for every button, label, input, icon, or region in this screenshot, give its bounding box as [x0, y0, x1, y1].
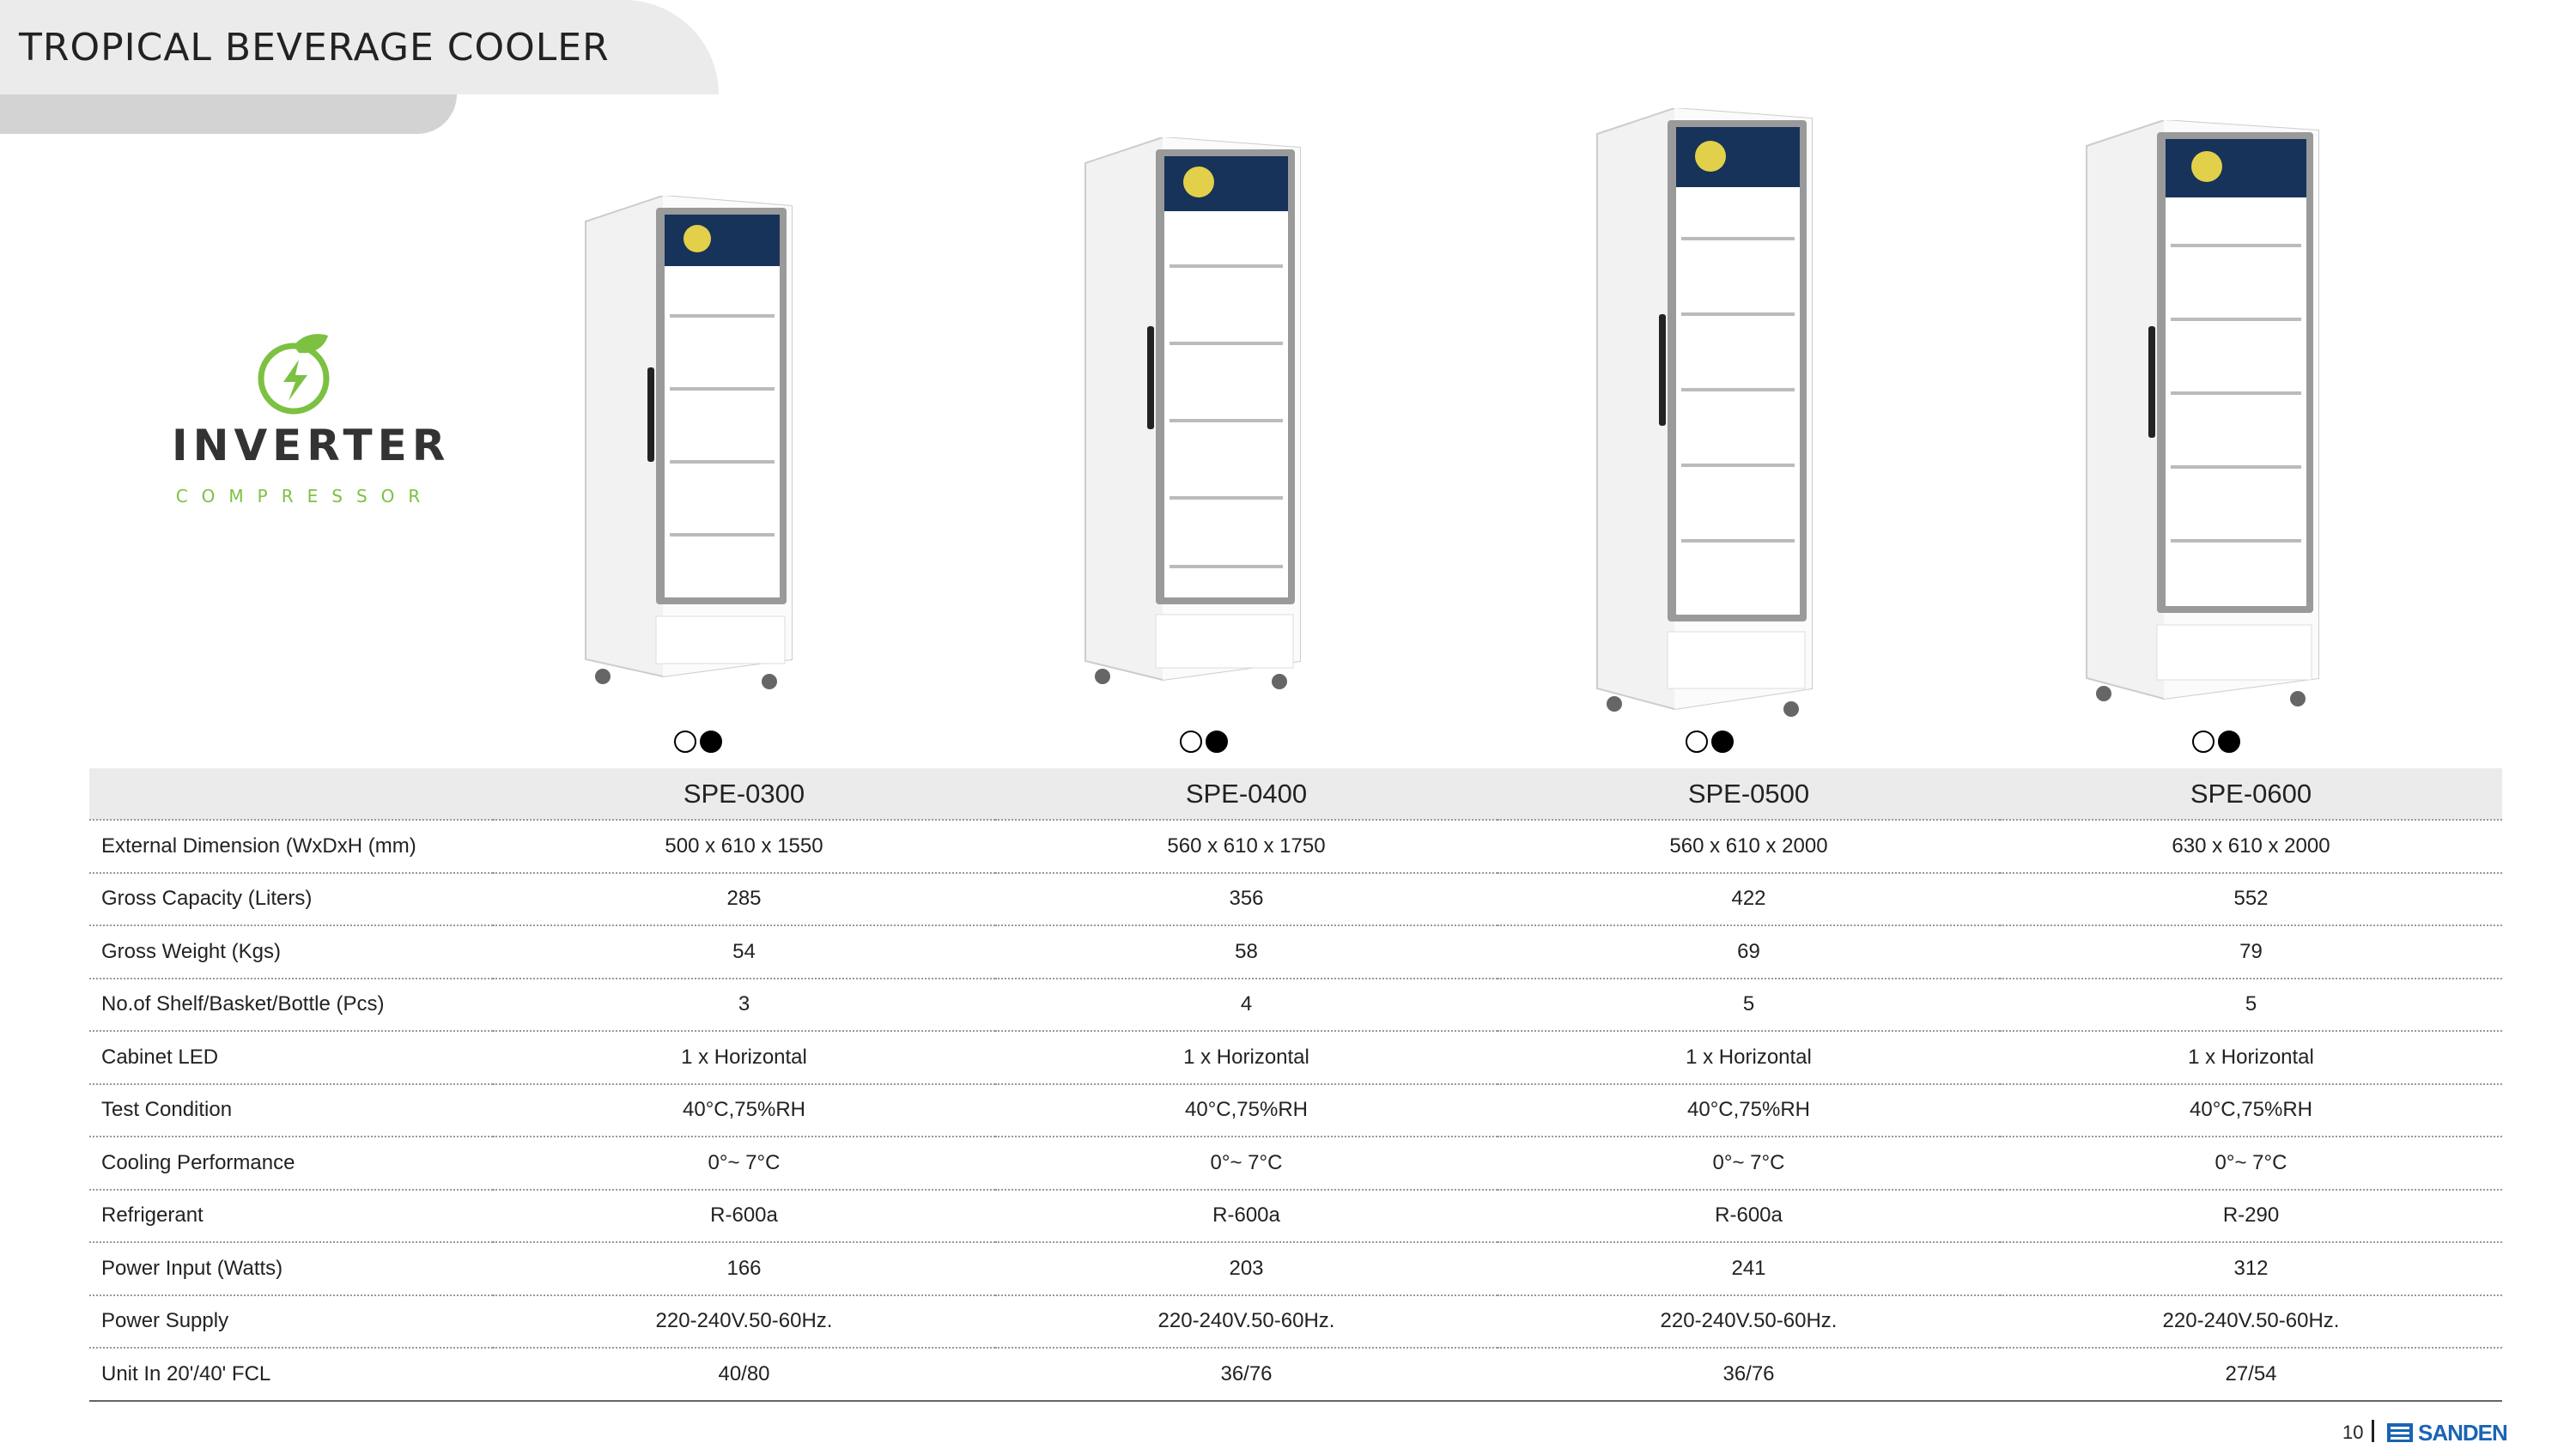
cell-value: 40°C,75%RH — [2000, 1083, 2502, 1137]
color-options-spe-0600 — [2192, 731, 2244, 753]
cell-value: 40°C,75%RH — [493, 1083, 995, 1137]
cell-value: 79 — [2000, 925, 2502, 979]
row-label: Power Input (Watts) — [89, 1242, 493, 1296]
cell-value: 500 x 610 x 1550 — [493, 820, 995, 874]
cell-value: 560 x 610 x 1750 — [995, 820, 1498, 874]
cell-value: 40°C,75%RH — [995, 1083, 1498, 1137]
cell-value: 630 x 610 x 2000 — [2000, 820, 2502, 874]
cell-value: 0°~ 7°C — [2000, 1137, 2502, 1191]
row-label: Gross Capacity (Liters) — [89, 872, 493, 926]
table-row: Power Input (Watts) 166 203 241 312 — [89, 1242, 2502, 1296]
compressor-subtitle: COMPRESSOR — [175, 486, 434, 506]
row-label: External Dimension (WxDxH (mm) — [89, 820, 493, 874]
model-name: SPE-0300 — [493, 768, 995, 821]
cell-value: 0°~ 7°C — [493, 1137, 995, 1191]
cell-value: 1 x Horizontal — [995, 1031, 1498, 1085]
table-row: Cooling Performance 0°~ 7°C 0°~ 7°C 0°~ … — [89, 1137, 2502, 1191]
row-label: Unit In 20'/40' FCL — [89, 1348, 493, 1402]
table-row: Gross Weight (Kgs) 54 58 69 79 — [89, 925, 2502, 979]
leaf-bolt-icon — [258, 334, 330, 415]
header-underbar — [0, 94, 457, 134]
cell-value: 560 x 610 x 2000 — [1498, 820, 2000, 874]
table-row: External Dimension (WxDxH (mm) 500 x 610… — [89, 820, 2502, 874]
cell-value: 1 x Horizontal — [1498, 1031, 2000, 1085]
color-dot-white — [1686, 731, 1708, 753]
brand-name: SANDEN — [2418, 1420, 2508, 1446]
cell-value: 5 — [1498, 978, 2000, 1032]
cell-value: 241 — [1498, 1242, 2000, 1296]
cell-value: 40°C,75%RH — [1498, 1083, 2000, 1137]
cell-value: R-600a — [493, 1189, 995, 1243]
color-options-spe-0400 — [1180, 731, 1231, 753]
cell-value: 69 — [1498, 925, 2000, 979]
cell-value: 166 — [493, 1242, 995, 1296]
row-label: Cabinet LED — [89, 1031, 493, 1085]
table-row: Test Condition 40°C,75%RH 40°C,75%RH 40°… — [89, 1083, 2502, 1137]
cell-value: 4 — [995, 978, 1498, 1032]
sanden-logo-icon — [2387, 1423, 2413, 1442]
color-options-spe-0500 — [1686, 731, 1737, 753]
cell-value: 285 — [493, 872, 995, 926]
color-dot-black — [700, 731, 722, 753]
cell-value: 203 — [995, 1242, 1498, 1296]
spec-header-row: SPE-0300 SPE-0400 SPE-0500 SPE-0600 — [89, 768, 2502, 821]
cell-value: 220-240V.50-60Hz. — [493, 1294, 995, 1349]
row-label: Power Supply — [89, 1294, 493, 1349]
cell-value: 5 — [2000, 978, 2502, 1032]
color-dot-white — [2192, 731, 2215, 753]
cell-value: 3 — [493, 978, 995, 1032]
inverter-word: INVERTER — [172, 421, 451, 470]
cell-value: 220-240V.50-60Hz. — [2000, 1294, 2502, 1349]
model-name: SPE-0500 — [1498, 768, 2000, 821]
color-dot-black — [1711, 731, 1734, 753]
color-options-spe-0300 — [674, 731, 726, 753]
cell-value: 422 — [1498, 872, 2000, 926]
cell-value: 552 — [2000, 872, 2502, 926]
cell-value: R-290 — [2000, 1189, 2502, 1243]
model-name: SPE-0400 — [995, 768, 1498, 821]
cell-value: 356 — [995, 872, 1498, 926]
header-tab — [0, 0, 719, 94]
spec-table: SPE-0300 SPE-0400 SPE-0500 SPE-0600 Exte… — [89, 768, 2502, 1402]
cell-value: 58 — [995, 925, 1498, 979]
row-label: Cooling Performance — [89, 1137, 493, 1191]
cell-value: 1 x Horizontal — [493, 1031, 995, 1085]
cell-value: 0°~ 7°C — [995, 1137, 1498, 1191]
table-row: Unit In 20'/40' FCL 40/80 36/76 36/76 27… — [89, 1348, 2502, 1402]
cell-value: 36/76 — [995, 1348, 1498, 1402]
table-row: Power Supply 220-240V.50-60Hz. 220-240V.… — [89, 1294, 2502, 1349]
model-name: SPE-0600 — [2000, 768, 2502, 821]
cell-value: 54 — [493, 925, 995, 979]
footer-divider — [2372, 1420, 2374, 1442]
row-label: Refrigerant — [89, 1189, 493, 1243]
table-row: No.of Shelf/Basket/Bottle (Pcs) 3 4 5 5 — [89, 978, 2502, 1032]
color-dot-black — [2218, 731, 2240, 753]
color-dot-black — [1206, 731, 1228, 753]
cell-value: 220-240V.50-60Hz. — [1498, 1294, 2000, 1349]
table-row: Cabinet LED 1 x Horizontal 1 x Horizonta… — [89, 1031, 2502, 1085]
cell-value: 220-240V.50-60Hz. — [995, 1294, 1498, 1349]
cell-value: 40/80 — [493, 1348, 995, 1402]
cell-value: 0°~ 7°C — [1498, 1137, 2000, 1191]
cell-value: R-600a — [1498, 1189, 2000, 1243]
cooler-image-spe-0500 — [1589, 108, 1820, 723]
spec-header-blank — [89, 768, 493, 821]
table-row: Refrigerant R-600a R-600a R-600a R-290 — [89, 1189, 2502, 1243]
cell-value: 36/76 — [1498, 1348, 2000, 1402]
page-number: 10 — [2342, 1422, 2364, 1443]
row-label: Test Condition — [89, 1083, 493, 1137]
color-dot-white — [1180, 731, 1202, 753]
row-label: No.of Shelf/Basket/Bottle (Pcs) — [89, 978, 493, 1032]
cell-value: R-600a — [995, 1189, 1498, 1243]
cell-value: 27/54 — [2000, 1348, 2502, 1402]
table-row: Gross Capacity (Liters) 285 356 422 552 — [89, 872, 2502, 926]
page-title: TROPICAL BEVERAGE COOLER — [19, 26, 610, 70]
color-dot-white — [674, 731, 696, 753]
cell-value: 1 x Horizontal — [2000, 1031, 2502, 1085]
cooler-image-spe-0600 — [2078, 120, 2327, 712]
cell-value: 312 — [2000, 1242, 2502, 1296]
cooler-image-spe-0400 — [1077, 137, 1309, 695]
row-label: Gross Weight (Kgs) — [89, 925, 493, 979]
cooler-image-spe-0300 — [577, 196, 800, 695]
